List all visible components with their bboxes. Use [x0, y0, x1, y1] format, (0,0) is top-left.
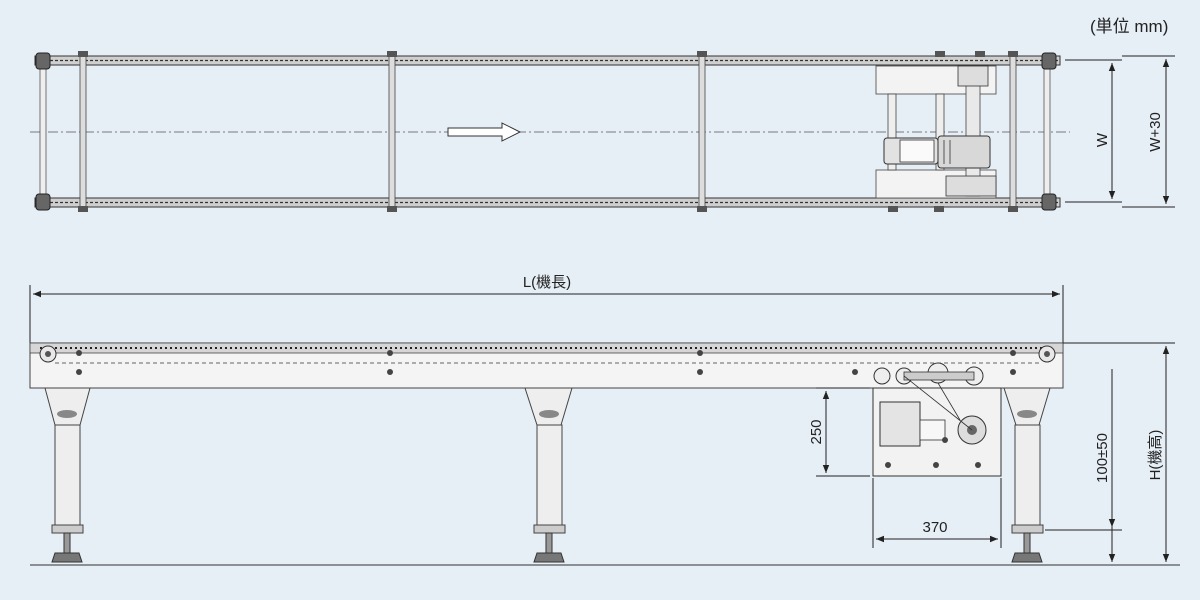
dimension-length: L(機長) [523, 274, 571, 291]
side-view: L(機長) [29, 274, 1180, 566]
top-view: W W+30 [30, 51, 1175, 212]
leg [1003, 387, 1051, 563]
dimension-height: H(機高) [1147, 430, 1164, 481]
cross-member [698, 55, 706, 208]
dimension-w30: W+30 [1147, 112, 1164, 152]
leg [524, 387, 573, 563]
unit-note: (単位 mm) [1090, 17, 1168, 36]
drive-unit-top [875, 65, 997, 199]
cross-member [1009, 55, 1017, 208]
dimension-adjust: 100±50 [1094, 433, 1111, 483]
direction-arrow [447, 122, 522, 142]
gearbox [937, 135, 991, 169]
leg [44, 387, 91, 563]
dimension-w: W [1094, 132, 1111, 147]
cross-member [388, 55, 396, 208]
dimension-motor-width: 370 [922, 519, 947, 536]
sprocket [1041, 52, 1057, 70]
sprocket [1041, 193, 1057, 211]
drive-unit-side [872, 362, 1002, 477]
dimension-motor-height: 250 [808, 419, 825, 444]
sprocket [35, 52, 51, 70]
cross-member [79, 55, 87, 208]
motor-body [879, 401, 921, 447]
sprocket [35, 193, 51, 211]
